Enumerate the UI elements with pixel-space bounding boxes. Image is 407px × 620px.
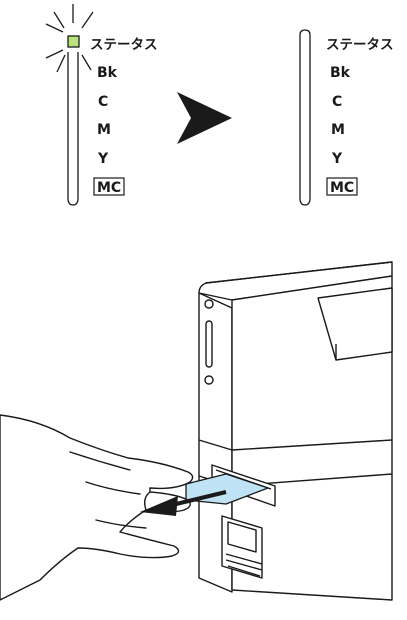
status-panel-before: ステータス Bk C M Y MC xyxy=(45,4,158,206)
led-column-outline xyxy=(299,29,311,206)
led-column-outline xyxy=(67,52,79,206)
arrowhead-right-icon xyxy=(177,92,232,144)
label-c: C xyxy=(98,94,108,110)
label-y: Y xyxy=(97,151,109,167)
status-panel-after: ステータス Bk C M Y MC xyxy=(299,29,394,206)
label-bk: Bk xyxy=(97,65,118,81)
hand-icon xyxy=(0,414,194,601)
mc-box xyxy=(93,177,125,196)
label-m: M xyxy=(97,122,111,138)
mc-box xyxy=(326,177,358,196)
blink-rays-icon xyxy=(45,4,94,73)
label-c: C xyxy=(332,94,342,110)
pull-arrow-icon xyxy=(140,490,227,516)
label-status: ステータス xyxy=(90,37,158,53)
label-m: M xyxy=(331,122,345,138)
label-mc: MC xyxy=(330,180,354,196)
status-led-icon xyxy=(67,35,80,48)
label-bk: Bk xyxy=(330,65,351,81)
label-y: Y xyxy=(331,151,343,167)
printer-icon xyxy=(198,261,393,601)
label-mc: MC xyxy=(97,180,121,196)
label-status: ステータス xyxy=(326,37,394,53)
